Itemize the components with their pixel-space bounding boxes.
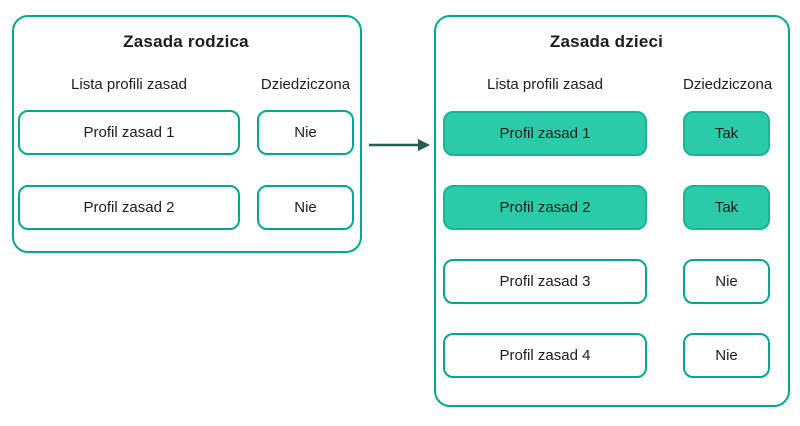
column-header-profiles: Lista profili zasad [71, 76, 187, 93]
policy-profile-row: Profil zasad 3 Nie [443, 259, 770, 304]
profile-box: Profil zasad 2 [18, 185, 240, 230]
inheritance-arrow [369, 139, 430, 151]
parent-column-headers: Lista profili zasad Dziedziczona [18, 75, 354, 95]
column-header-profiles: Lista profili zasad [487, 76, 603, 93]
parent-policy-panel: Zasada rodzica Lista profili zasad Dzied… [12, 15, 362, 253]
policy-profile-row: Profil zasad 1 Nie [18, 110, 354, 155]
child-column-headers: Lista profili zasad Dziedziczona [443, 75, 773, 95]
column-header-inherited: Dziedziczona [260, 76, 351, 93]
column-header-inherited: Dziedziczona [683, 76, 773, 93]
inherited-flag-box: Tak [683, 185, 770, 230]
inherited-flag-box: Tak [683, 111, 770, 156]
parent-panel-title: Zasada rodzica [123, 32, 249, 51]
inherited-flag-box: Nie [683, 333, 770, 378]
arrow-head-icon [418, 139, 430, 151]
policy-profile-row: Profil zasad 4 Nie [443, 333, 770, 378]
child-policy-panel: Zasada dzieci Lista profili zasad Dziedz… [434, 15, 790, 407]
inherited-flag-box: Nie [683, 259, 770, 304]
profile-box-inherited: Profil zasad 2 [443, 185, 647, 230]
inherited-flag-box: Nie [257, 185, 354, 230]
inherited-flag-box: Nie [257, 110, 354, 155]
policy-profile-row: Profil zasad 1 Tak [443, 111, 770, 156]
profile-box: Profil zasad 4 [443, 333, 647, 378]
profile-box: Profil zasad 1 [18, 110, 240, 155]
profile-box-inherited: Profil zasad 1 [443, 111, 647, 156]
policy-profile-row: Profil zasad 2 Nie [18, 185, 354, 230]
profile-box: Profil zasad 3 [443, 259, 647, 304]
child-panel-title: Zasada dzieci [549, 32, 664, 51]
policy-profile-row: Profil zasad 2 Tak [443, 185, 770, 230]
